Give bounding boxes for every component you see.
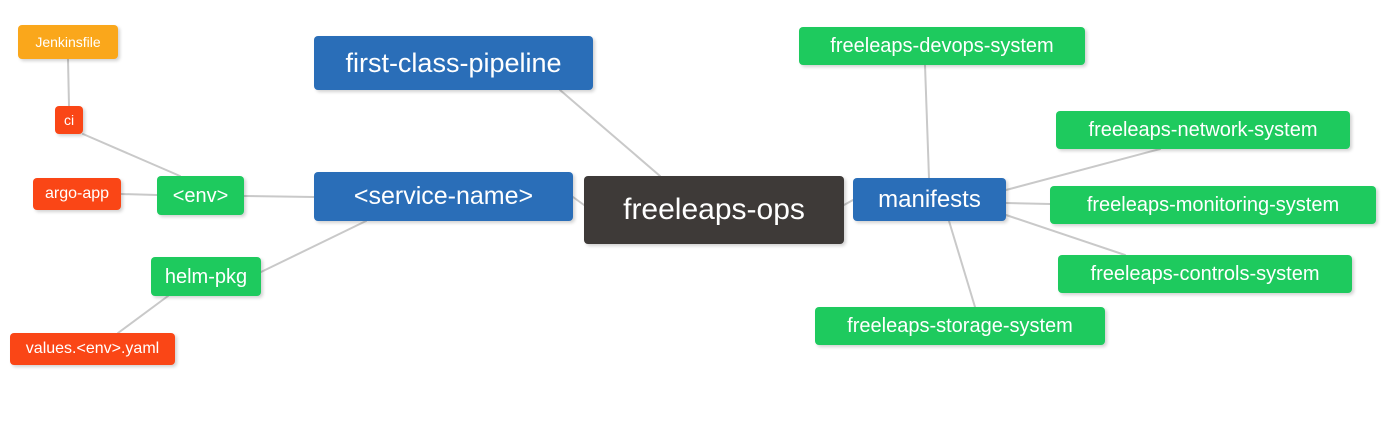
mindmap-node-helm-pkg[interactable]: helm-pkg — [151, 257, 261, 296]
edge-manifests-to-freeleaps-monitoring-system — [1005, 202, 1051, 205]
edge-manifests-to-freeleaps-network-system — [1005, 148, 1161, 191]
mindmap-node-jenkinsfile[interactable]: Jenkinsfile — [18, 25, 118, 59]
edge-manifests-to-freeleaps-devops-system — [924, 64, 930, 179]
edge-helm-pkg-to-values-env-yaml — [117, 295, 169, 334]
mindmap-node-env[interactable]: <env> — [157, 176, 244, 215]
mindmap-node-freeleaps-monitoring-system[interactable]: freeleaps-monitoring-system — [1050, 186, 1376, 224]
mindmap-node-freeleaps-devops-system[interactable]: freeleaps-devops-system — [799, 27, 1085, 65]
edge-service-name-to-helm-pkg — [260, 220, 367, 273]
mindmap-node-manifests[interactable]: manifests — [853, 178, 1006, 221]
mindmap-node-freeleaps-network-system[interactable]: freeleaps-network-system — [1056, 111, 1350, 149]
edge-jenkinsfile-to-ci — [67, 58, 70, 107]
mindmap-node-argo-app[interactable]: argo-app — [33, 178, 121, 210]
edge-freeleaps-ops-to-manifests — [843, 199, 854, 206]
mindmap-node-freeleaps-storage-system[interactable]: freeleaps-storage-system — [815, 307, 1105, 345]
mindmap-node-service-name[interactable]: <service-name> — [314, 172, 573, 221]
mindmap-node-first-class-pipeline[interactable]: first-class-pipeline — [314, 36, 593, 90]
edge-ci-to-env — [82, 133, 181, 177]
edge-env-to-service-name — [243, 195, 315, 198]
edge-argo-app-to-env — [120, 193, 158, 196]
mindmap-node-values-env-yaml[interactable]: values.<env>.yaml — [10, 333, 175, 365]
edge-first-class-pipeline-to-freeleaps-ops — [559, 89, 661, 177]
edge-manifests-to-freeleaps-storage-system — [948, 220, 976, 308]
mindmap-node-freeleaps-ops[interactable]: freeleaps-ops — [584, 176, 844, 244]
mindmap-node-ci[interactable]: ci — [55, 106, 83, 134]
edge-service-name-to-freeleaps-ops — [572, 196, 585, 206]
mindmap-node-freeleaps-controls-system[interactable]: freeleaps-controls-system — [1058, 255, 1352, 293]
